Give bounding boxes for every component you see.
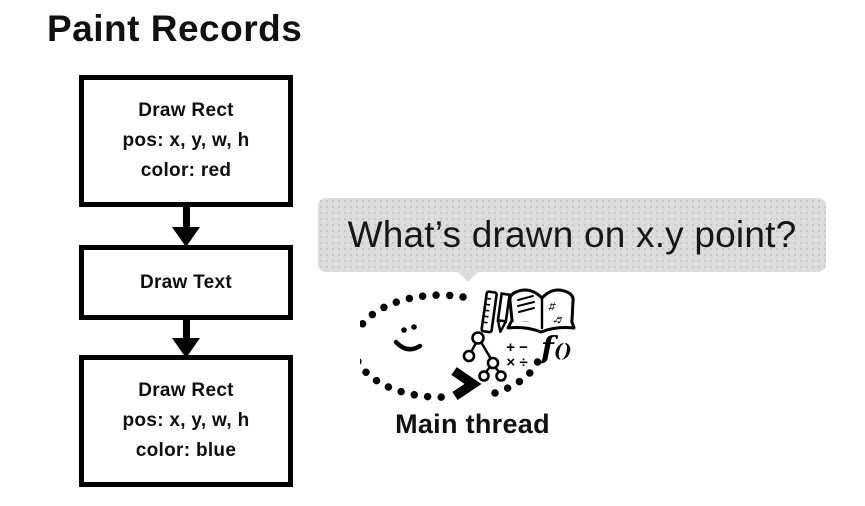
function-notation: ƒ()	[535, 331, 572, 366]
box-line: color: red	[140, 160, 232, 181]
page-title: Paint Records	[47, 8, 303, 49]
flow-box-draw-text: Draw Text	[79, 245, 293, 320]
tree-diagram-icon	[462, 331, 507, 382]
flow-box-draw-rect-red: Draw Rect pos: x, y, w, h color: red	[79, 75, 293, 207]
loop-arrowhead-icon	[451, 367, 482, 400]
flow-arrow-1-stem	[183, 204, 190, 229]
question-bubble-text: What’s drawn on x.y point?	[347, 214, 797, 255]
box-line: Draw Rect	[138, 380, 234, 401]
pencil-icon	[496, 292, 512, 334]
book-icon: ♯ ♬	[506, 288, 576, 334]
flow-box-draw-rect-blue: Draw Rect pos: x, y, w, h color: blue	[79, 355, 293, 487]
main-thread-doodle: ♯ ♬ + − × ÷ ƒ()	[360, 288, 576, 401]
flow-arrow-2-stem	[183, 317, 190, 340]
box-line: Draw Rect	[138, 100, 234, 121]
flow-arrow-1-head	[172, 227, 200, 247]
box-line: pos: x, y, w, h	[122, 130, 250, 151]
dotted-loop-icon	[360, 291, 542, 401]
ruler-icon	[480, 290, 498, 334]
function-parens: ()	[554, 340, 572, 362]
math-symbols-row2: × ÷	[506, 354, 527, 371]
book-scribble-note: ♬	[551, 310, 569, 329]
question-bubble: What’s drawn on x.y point?	[318, 198, 826, 272]
math-symbols-row1: + −	[506, 339, 528, 356]
box-line: color: blue	[135, 440, 237, 461]
box-line: Draw Text	[139, 271, 233, 293]
box-line: pos: x, y, w, h	[122, 410, 250, 431]
main-thread-label: Main thread	[395, 409, 550, 439]
smiley-face-icon	[393, 324, 423, 352]
question-bubble-tail	[457, 271, 479, 282]
book-scribble-sharp: ♯	[547, 299, 557, 314]
flow-arrow-2-head	[172, 338, 200, 358]
